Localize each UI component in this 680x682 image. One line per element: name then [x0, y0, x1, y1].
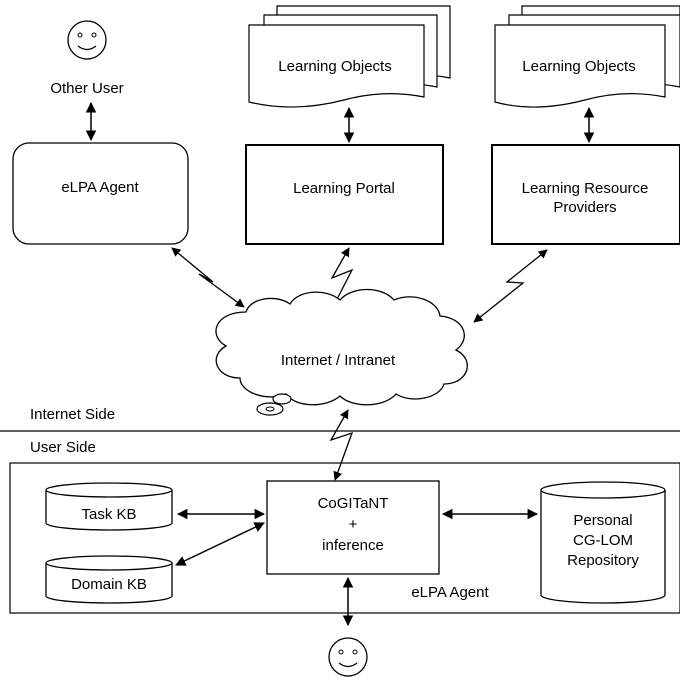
- cogitant-label-line2: +: [349, 516, 358, 533]
- cloud-cogitant-link: [329, 409, 354, 481]
- elpa-agent-box: [12, 142, 189, 245]
- learning-portal-label: Learning Portal: [293, 180, 395, 197]
- cogitant-label-line3: inference: [322, 537, 384, 554]
- repo-label-line3: Repository: [567, 552, 639, 569]
- repository-cylinder: [540, 481, 666, 604]
- cogitant-box: [266, 480, 440, 575]
- cloud-label: Internet / Intranet: [281, 352, 396, 369]
- user-side-label: User Side: [30, 439, 96, 456]
- cogitant-label-line1: CoGITaNT: [318, 495, 389, 512]
- user-smiley-icon: [328, 637, 368, 677]
- task-kb-label: Task KB: [81, 506, 136, 523]
- repo-label-line2: CG-LOM: [573, 532, 633, 549]
- portal-learning-objects-docs: [248, 5, 451, 108]
- repo-label-line1: Personal: [573, 512, 632, 529]
- learning-portal-box: [245, 144, 444, 245]
- domain-kb-cylinder: [45, 555, 173, 604]
- agent-cloud-link: [171, 247, 245, 308]
- other-user-smiley-icon: [67, 20, 107, 60]
- internet-side-label: Internet Side: [30, 406, 115, 423]
- learning-resource-providers-box: [491, 144, 680, 245]
- lrp-cloud-link: [473, 249, 548, 323]
- internet-cloud-icon: [215, 288, 468, 406]
- task-kb-cylinder: [45, 482, 173, 531]
- domain-kb-label: Domain KB: [71, 576, 147, 593]
- elpa-agent-label: eLPA Agent: [61, 179, 139, 196]
- domain-kb-cogitant-arrow: [175, 522, 265, 566]
- lrp-label-line2: Providers: [553, 199, 616, 216]
- other-user-label: Other User: [50, 80, 123, 97]
- portal-learning-objects-label: Learning Objects: [278, 58, 391, 75]
- lrp-learning-objects-label: Learning Objects: [522, 58, 635, 75]
- lrp-learning-objects-docs: [494, 5, 680, 108]
- elpa-agent-inner-label: eLPA Agent: [411, 584, 489, 601]
- portal-cloud-link: [330, 247, 354, 306]
- cloud-tail-icon: [256, 393, 292, 416]
- lrp-label-line1: Learning Resource: [522, 180, 649, 197]
